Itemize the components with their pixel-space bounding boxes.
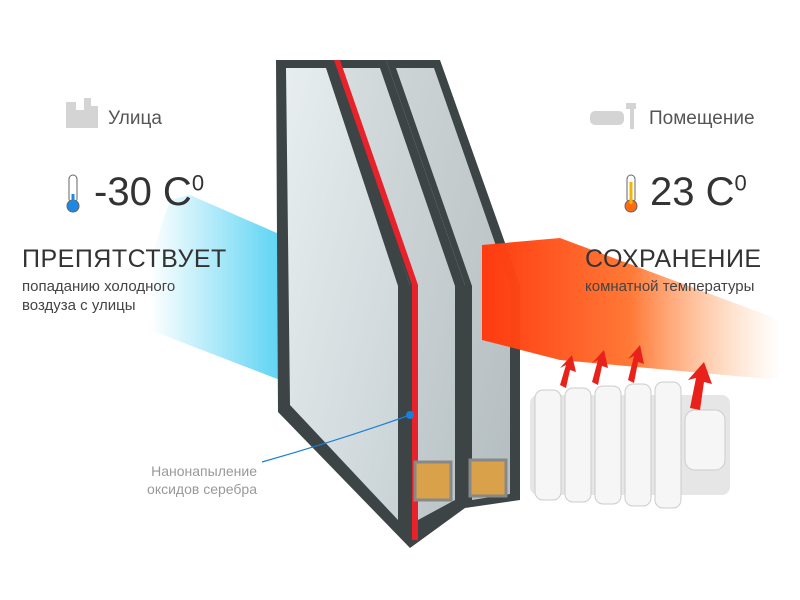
glass-pane-inner [386,60,520,508]
radiator [530,345,730,509]
heat-arrows [560,345,712,410]
inside-temperature: 23 C0 [650,170,747,214]
sofa-lamp-icon [590,103,636,134]
outside-label: Улица [108,108,162,129]
outside-headline: ПРЕПЯТСТВУЕТ [22,245,227,273]
spacer-2 [468,458,508,498]
cold-thermometer-icon [64,174,82,219]
glass-pane-middle [330,60,465,548]
inside-label: Помещение [649,108,755,129]
warm-air-beam [482,238,780,380]
glass-pane-outer [276,60,410,548]
outside-temperature: -30 C0 [94,170,205,214]
inside-description: комнатной температуры [585,278,755,295]
warm-thermometer-icon [622,174,640,219]
building-icon [66,98,98,128]
inside-headline: СОХРАНЕНИЕ [585,245,762,273]
spacer-1 [413,460,453,502]
